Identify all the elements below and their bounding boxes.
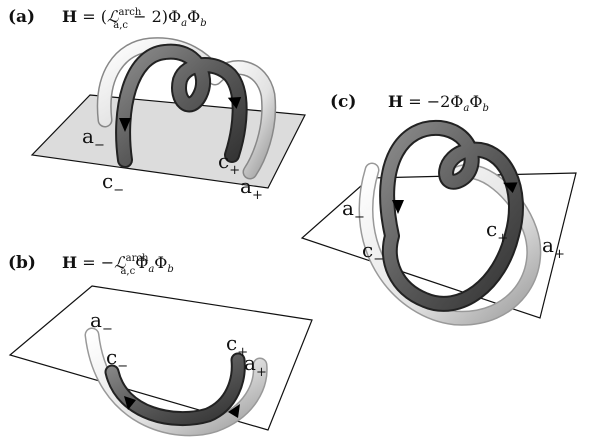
- panel-b-label-a-plus: a+: [244, 351, 267, 380]
- panel-a-label-a-plus: a+: [240, 174, 263, 203]
- panel-a-label-a-minus: a−: [82, 124, 105, 153]
- panel-c-arrow-up: [503, 182, 518, 194]
- panel-c-label-c-plus: c+: [486, 217, 508, 246]
- panel-a-label-c-plus: c+: [218, 149, 240, 178]
- panel-c-label-a-plus: a+: [542, 233, 565, 262]
- panel-a-arrow-up: [227, 96, 242, 109]
- panel-c-label: (c): [330, 92, 356, 112]
- panel-a-arrow-down: [119, 118, 131, 132]
- panel-b-arrow-right: [228, 404, 240, 418]
- panel-c-arrow-down: [392, 200, 404, 214]
- panel-b-label-c-plus: c+: [226, 331, 248, 360]
- panel-c-label-a-minus: a−: [342, 196, 365, 225]
- panel-b-label-c-minus: c−: [106, 345, 128, 374]
- panel-a-label-c-minus: c−: [102, 169, 124, 198]
- panel-a-label: (a): [8, 7, 35, 27]
- panel-c-equation: H = −2ΦaΦb: [388, 92, 489, 114]
- panel-b-label-a-minus: a−: [90, 308, 113, 337]
- panel-b-plane: [8, 285, 313, 431]
- panel-c-label-c-minus: c−: [362, 238, 384, 267]
- panel-c-light-tube: [360, 164, 540, 325]
- panel-c-dark-tube: [381, 121, 522, 310]
- panel-b-label: (b): [8, 253, 36, 273]
- panel-c: (c) H = −2ΦaΦb a− c− c+ a+: [300, 92, 577, 326]
- panel-b-arrow-left: [124, 396, 136, 410]
- panel-a-dark-tube: [117, 45, 246, 166]
